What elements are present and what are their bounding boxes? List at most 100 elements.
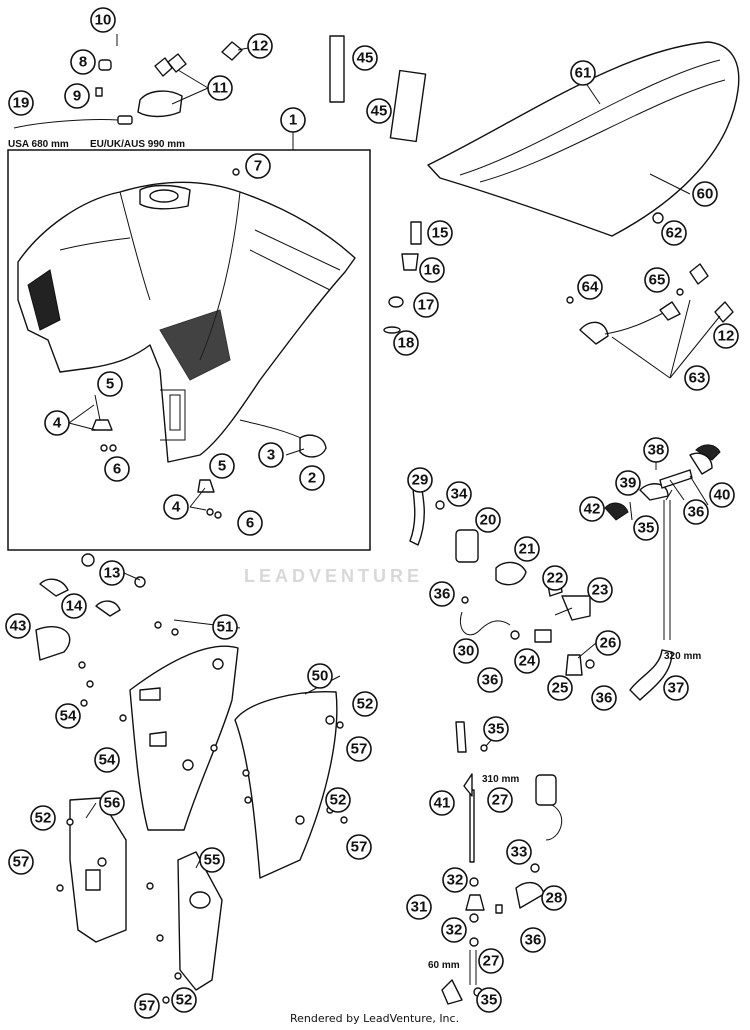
callout-23: 23 — [587, 577, 613, 603]
svg-text:25: 25 — [552, 680, 569, 697]
svg-text:41: 41 — [434, 795, 451, 812]
callout-19: 19 — [8, 90, 34, 116]
callout-1: 1 — [280, 107, 306, 133]
svg-text:57: 57 — [351, 741, 368, 758]
dim-hose-60: 60 mm — [428, 960, 460, 971]
callout-61: 61 — [570, 60, 596, 86]
svg-text:37: 37 — [668, 680, 685, 697]
svg-text:5: 5 — [106, 376, 114, 393]
svg-text:17: 17 — [418, 297, 435, 314]
callout-5a: 5 — [97, 371, 123, 397]
svg-text:28: 28 — [546, 890, 563, 907]
svg-text:54: 54 — [99, 752, 116, 769]
svg-text:32: 32 — [446, 922, 463, 939]
svg-text:51: 51 — [217, 619, 234, 636]
svg-text:27: 27 — [483, 953, 500, 970]
svg-text:45: 45 — [357, 50, 374, 67]
svg-text:36: 36 — [482, 672, 499, 689]
svg-text:1: 1 — [289, 112, 297, 129]
callout-32b: 32 — [441, 917, 467, 943]
callout-14: 14 — [61, 593, 87, 619]
callout-5b: 5 — [209, 453, 235, 479]
callout-22: 22 — [542, 565, 568, 591]
callout-3: 3 — [258, 442, 284, 468]
svg-text:6: 6 — [113, 461, 121, 478]
callout-27a: 27 — [487, 787, 513, 813]
callout-16: 16 — [419, 257, 445, 283]
svg-text:12: 12 — [718, 328, 735, 345]
callout-35b: 35 — [483, 716, 509, 742]
svg-text:6: 6 — [246, 515, 254, 532]
svg-text:64: 64 — [582, 279, 599, 296]
callout-45b: 45 — [366, 98, 392, 124]
callout-17: 17 — [413, 292, 439, 318]
right-spoiler-drawing — [234, 691, 338, 879]
callout-52d: 52 — [171, 987, 197, 1013]
svg-text:24: 24 — [519, 653, 536, 670]
svg-text:39: 39 — [620, 475, 637, 492]
callout-63: 63 — [684, 365, 710, 391]
dim-cable-eu: EU/UK/AUS 990 mm — [90, 139, 185, 150]
watermark-text: LEADVENTURE — [244, 566, 423, 586]
callout-37: 37 — [663, 675, 689, 701]
svg-text:43: 43 — [10, 618, 27, 635]
callout-43: 43 — [5, 613, 31, 639]
callout-51: 51 — [212, 614, 238, 640]
callout-11: 11 — [207, 75, 233, 101]
callout-40: 40 — [709, 482, 735, 508]
callout-64: 64 — [577, 274, 603, 300]
callout-54b: 54 — [94, 747, 120, 773]
callout-35c: 35 — [476, 987, 502, 1013]
svg-text:57: 57 — [351, 839, 368, 856]
svg-text:33: 33 — [511, 844, 528, 861]
callout-29: 29 — [407, 467, 433, 493]
callout-60: 60 — [692, 181, 718, 207]
svg-text:21: 21 — [519, 541, 536, 558]
svg-text:2: 2 — [308, 470, 316, 487]
callout-6a: 6 — [104, 456, 130, 482]
callout-32a: 32 — [442, 867, 468, 893]
svg-text:20: 20 — [480, 512, 497, 529]
callout-57b: 57 — [346, 834, 372, 860]
svg-text:62: 62 — [666, 225, 683, 242]
svg-text:34: 34 — [451, 486, 468, 503]
svg-text:13: 13 — [104, 565, 121, 582]
callout-25: 25 — [547, 675, 573, 701]
callout-7: 7 — [245, 153, 271, 179]
callout-8: 8 — [70, 49, 96, 75]
dim-cable-usa: USA 680 mm — [8, 139, 69, 150]
svg-text:50: 50 — [312, 668, 329, 685]
callout-20: 20 — [475, 507, 501, 533]
svg-text:56: 56 — [104, 795, 121, 812]
callout-31: 31 — [406, 894, 432, 920]
svg-text:9: 9 — [73, 88, 81, 105]
callout-34: 34 — [446, 481, 472, 507]
svg-text:5: 5 — [218, 458, 226, 475]
svg-text:8: 8 — [79, 54, 87, 71]
dim-hose-310: 310 mm — [482, 774, 519, 785]
svg-text:35: 35 — [481, 992, 498, 1009]
callout-45a: 45 — [352, 45, 378, 71]
svg-text:55: 55 — [204, 852, 221, 869]
callout-9: 9 — [64, 83, 90, 109]
callout-21: 21 — [514, 536, 540, 562]
callout-41: 41 — [429, 790, 455, 816]
callout-62: 62 — [661, 220, 687, 246]
svg-text:12: 12 — [252, 38, 269, 55]
svg-text:42: 42 — [584, 501, 601, 518]
callout-36d: 36 — [683, 499, 709, 525]
svg-text:35: 35 — [488, 721, 505, 738]
svg-text:31: 31 — [411, 899, 428, 916]
svg-text:16: 16 — [424, 262, 441, 279]
callout-52b: 52 — [325, 787, 351, 813]
callout-6b: 6 — [237, 510, 263, 536]
svg-text:4: 4 — [53, 415, 62, 432]
callout-4a: 4 — [44, 410, 70, 436]
svg-text:52: 52 — [176, 992, 193, 1009]
callout-27b: 27 — [478, 948, 504, 974]
svg-text:15: 15 — [432, 225, 449, 242]
callout-12a: 12 — [247, 33, 273, 59]
svg-text:38: 38 — [648, 442, 665, 459]
svg-text:11: 11 — [212, 80, 228, 97]
